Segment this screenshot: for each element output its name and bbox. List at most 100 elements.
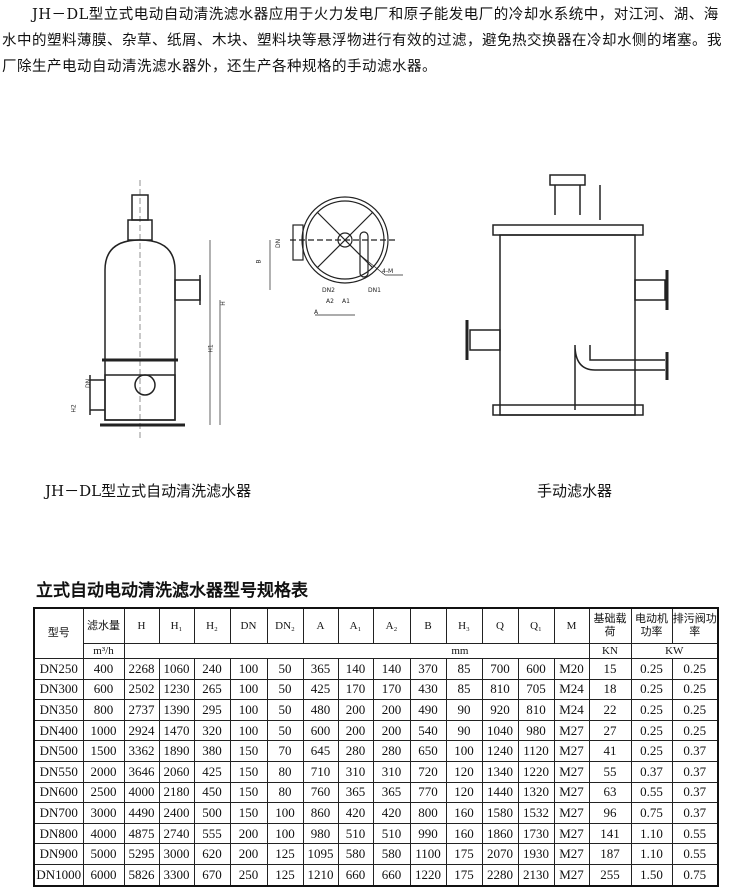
column-header: 排污阀功率 <box>671 607 719 644</box>
table-cell: 120 <box>445 781 483 804</box>
table-cell: 0.25 <box>671 719 719 742</box>
table-cell: 2060 <box>158 760 195 783</box>
table-cell: 980 <box>517 719 555 742</box>
table-cell: 80 <box>266 781 304 804</box>
table-cell: 170 <box>372 678 411 701</box>
table-cell: 660 <box>372 863 411 887</box>
table-cell: 5000 <box>82 843 125 865</box>
table-cell: 6000 <box>82 863 125 887</box>
table-cell: DN700 <box>33 802 84 824</box>
label-a2: A2 <box>326 298 334 305</box>
table-cell: M27 <box>553 822 590 845</box>
table-cell: 670 <box>193 863 231 887</box>
table-cell: 55 <box>588 760 632 783</box>
table-cell: 0.37 <box>671 740 719 762</box>
table-cell: 0.25 <box>630 719 673 742</box>
table-cell: 160 <box>445 802 483 824</box>
label-4-m: 4-M <box>382 268 394 275</box>
table-cell: 2180 <box>158 781 195 804</box>
table-cell: 50 <box>266 719 304 742</box>
table-cell: 175 <box>445 863 483 887</box>
table-cell: 2000 <box>82 760 125 783</box>
table-cell: 1240 <box>481 740 519 762</box>
table-cell: 1.50 <box>630 863 673 887</box>
column-header: 滤水量 <box>82 607 125 644</box>
table-cell: 1095 <box>302 843 339 865</box>
table-cell: 1.10 <box>630 843 673 865</box>
table-cell: 0.37 <box>671 760 719 783</box>
table-cell: 2070 <box>481 843 519 865</box>
flange-top-view-drawing <box>269 196 403 316</box>
table-cell: 2502 <box>123 678 160 701</box>
table-cell: M27 <box>553 781 590 804</box>
column-header: H <box>123 607 160 644</box>
table-cell: 1220 <box>517 760 555 783</box>
table-cell: 90 <box>445 719 483 742</box>
table-cell: 990 <box>409 822 447 845</box>
table-cell: 265 <box>193 678 231 701</box>
table-cell: DN250 <box>33 658 84 680</box>
table-cell: 800 <box>409 802 447 824</box>
table-cell: DN500 <box>33 740 84 762</box>
table-cell: 540 <box>409 719 447 742</box>
column-header: 电动机功率 <box>630 607 673 644</box>
label-dn-flange: DN <box>275 238 283 249</box>
table-cell: 705 <box>517 678 555 701</box>
units-flow: m³/h <box>82 643 125 659</box>
table-cell: DN600 <box>33 781 84 804</box>
table-cell: 0.25 <box>630 678 673 701</box>
table-cell: 125 <box>266 863 304 887</box>
table-cell: DN350 <box>33 699 84 721</box>
table-cell: 1730 <box>517 822 555 845</box>
table-cell: 187 <box>588 843 632 865</box>
table-cell: 0.25 <box>671 678 719 701</box>
table-cell: 760 <box>302 781 339 804</box>
label-dn1: DN1 <box>368 287 381 294</box>
table-cell: DN800 <box>33 822 84 845</box>
table-cell: 5295 <box>123 843 160 865</box>
table-cell: 4875 <box>123 822 160 845</box>
table-cell: 1470 <box>158 719 195 742</box>
table-cell: 2740 <box>158 822 195 845</box>
table-cell: 150 <box>229 802 268 824</box>
table-cell: 365 <box>372 781 411 804</box>
table-cell: 1120 <box>517 740 555 762</box>
table-cell: 600 <box>302 719 339 742</box>
table-cell: 600 <box>517 658 555 680</box>
table-cell: 27 <box>588 719 632 742</box>
table-cell: 710 <box>302 760 339 783</box>
table-cell: 600 <box>82 678 125 701</box>
column-header: 基础载荷 <box>588 607 632 644</box>
table-cell: 100 <box>229 658 268 680</box>
table-cell: 500 <box>193 802 231 824</box>
table-cell: 370 <box>409 658 447 680</box>
table-cell: 0.25 <box>671 699 719 721</box>
table-cell: 580 <box>337 843 374 865</box>
table-cell: 580 <box>372 843 411 865</box>
table-cell: 0.55 <box>630 781 673 804</box>
table-cell: 645 <box>302 740 339 762</box>
table-cell: 1340 <box>481 760 519 783</box>
table-cell: 100 <box>229 678 268 701</box>
caption-manual-filter: 手动滤水器 <box>537 482 613 500</box>
table-cell: 2130 <box>517 863 555 887</box>
caption-automatic-filter: JH－DL型立式自动清洗滤水器 <box>45 482 252 500</box>
table-cell: 90 <box>445 699 483 721</box>
table-cell: M27 <box>553 760 590 783</box>
units-kn: KN <box>588 643 632 659</box>
table-cell: 1532 <box>517 802 555 824</box>
table-cell: 310 <box>372 760 411 783</box>
table-cell: 620 <box>193 843 231 865</box>
table-cell: 1220 <box>409 863 447 887</box>
table-cell: 141 <box>588 822 632 845</box>
table-cell: 96 <box>588 802 632 824</box>
table-cell: 0.37 <box>671 802 719 824</box>
column-header: A <box>302 607 339 644</box>
table-cell: 85 <box>445 678 483 701</box>
label-dn: DN <box>85 378 93 389</box>
